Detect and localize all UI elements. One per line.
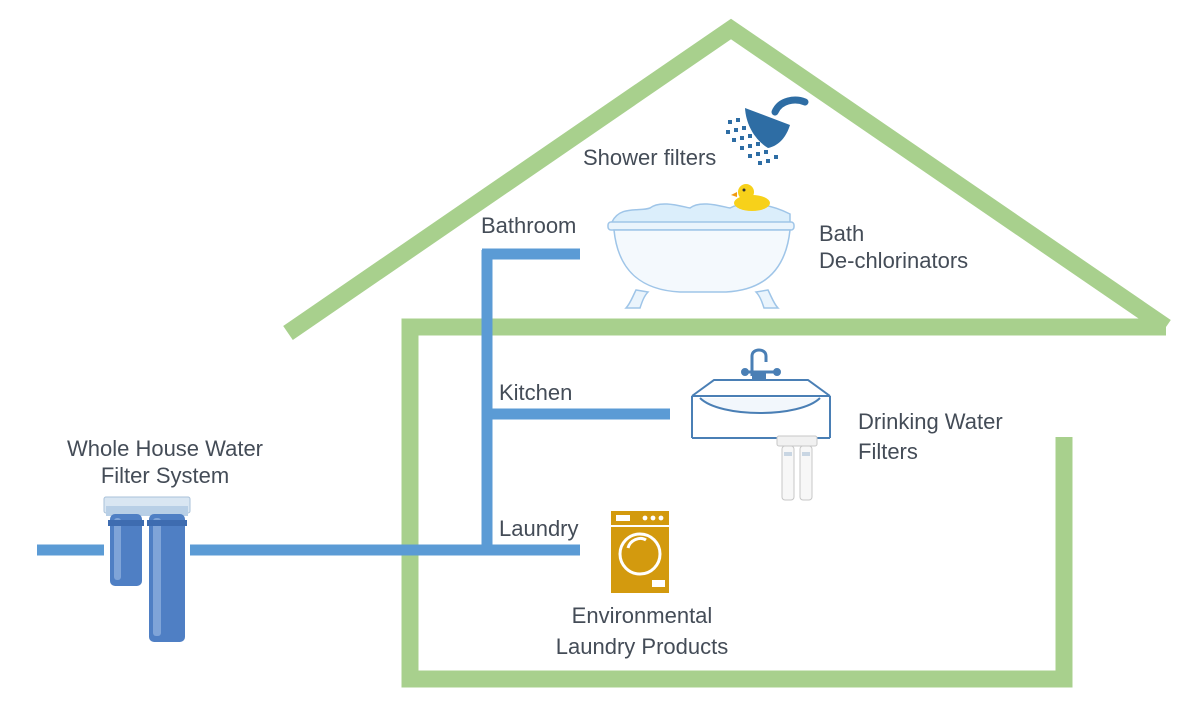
drinking-water-filters-label: Drinking Water Filters (858, 407, 1003, 467)
bath-dechlorinators-label-line1: Bath (819, 221, 865, 246)
bathroom-label: Bathroom (481, 213, 577, 238)
drinking-water-filters-label-line2: Filters (858, 439, 918, 464)
whole-house-filter-label-line1: Whole House Water (66, 436, 264, 461)
house-walls (401, 318, 1166, 688)
bathtub-icon (607, 203, 795, 309)
house-roof (283, 18, 1171, 341)
laundry-products-label-line1: Environmental (571, 603, 713, 628)
laundry-products-label-line2: Laundry Products (555, 634, 729, 659)
sink-icon (691, 348, 831, 439)
bath-dechlorinators-label: Bath De-chlorinators (819, 220, 968, 274)
whole-house-filter-label: Whole House Water Filter System (40, 435, 290, 489)
drinking-water-filters-label-line1: Drinking Water (858, 409, 1003, 434)
whole-house-filter-label-line2: Filter System (100, 463, 230, 488)
shower-filters-label: Shower filters (583, 145, 717, 170)
water-pipes (37, 248, 670, 556)
rubber-duck-icon (731, 184, 770, 211)
laundry-products-label: Environmental Laundry Products (532, 600, 752, 662)
washing-machine-icon (611, 511, 669, 593)
under-sink-filter-icon (776, 435, 818, 501)
shower-head-icon (726, 96, 809, 165)
laundry-label: Laundry (499, 516, 579, 541)
whole-house-filter-icon (103, 496, 191, 642)
house-outline (283, 18, 1171, 688)
bath-dechlorinators-label-line2: De-chlorinators (819, 248, 969, 273)
kitchen-label: Kitchen (499, 380, 573, 405)
